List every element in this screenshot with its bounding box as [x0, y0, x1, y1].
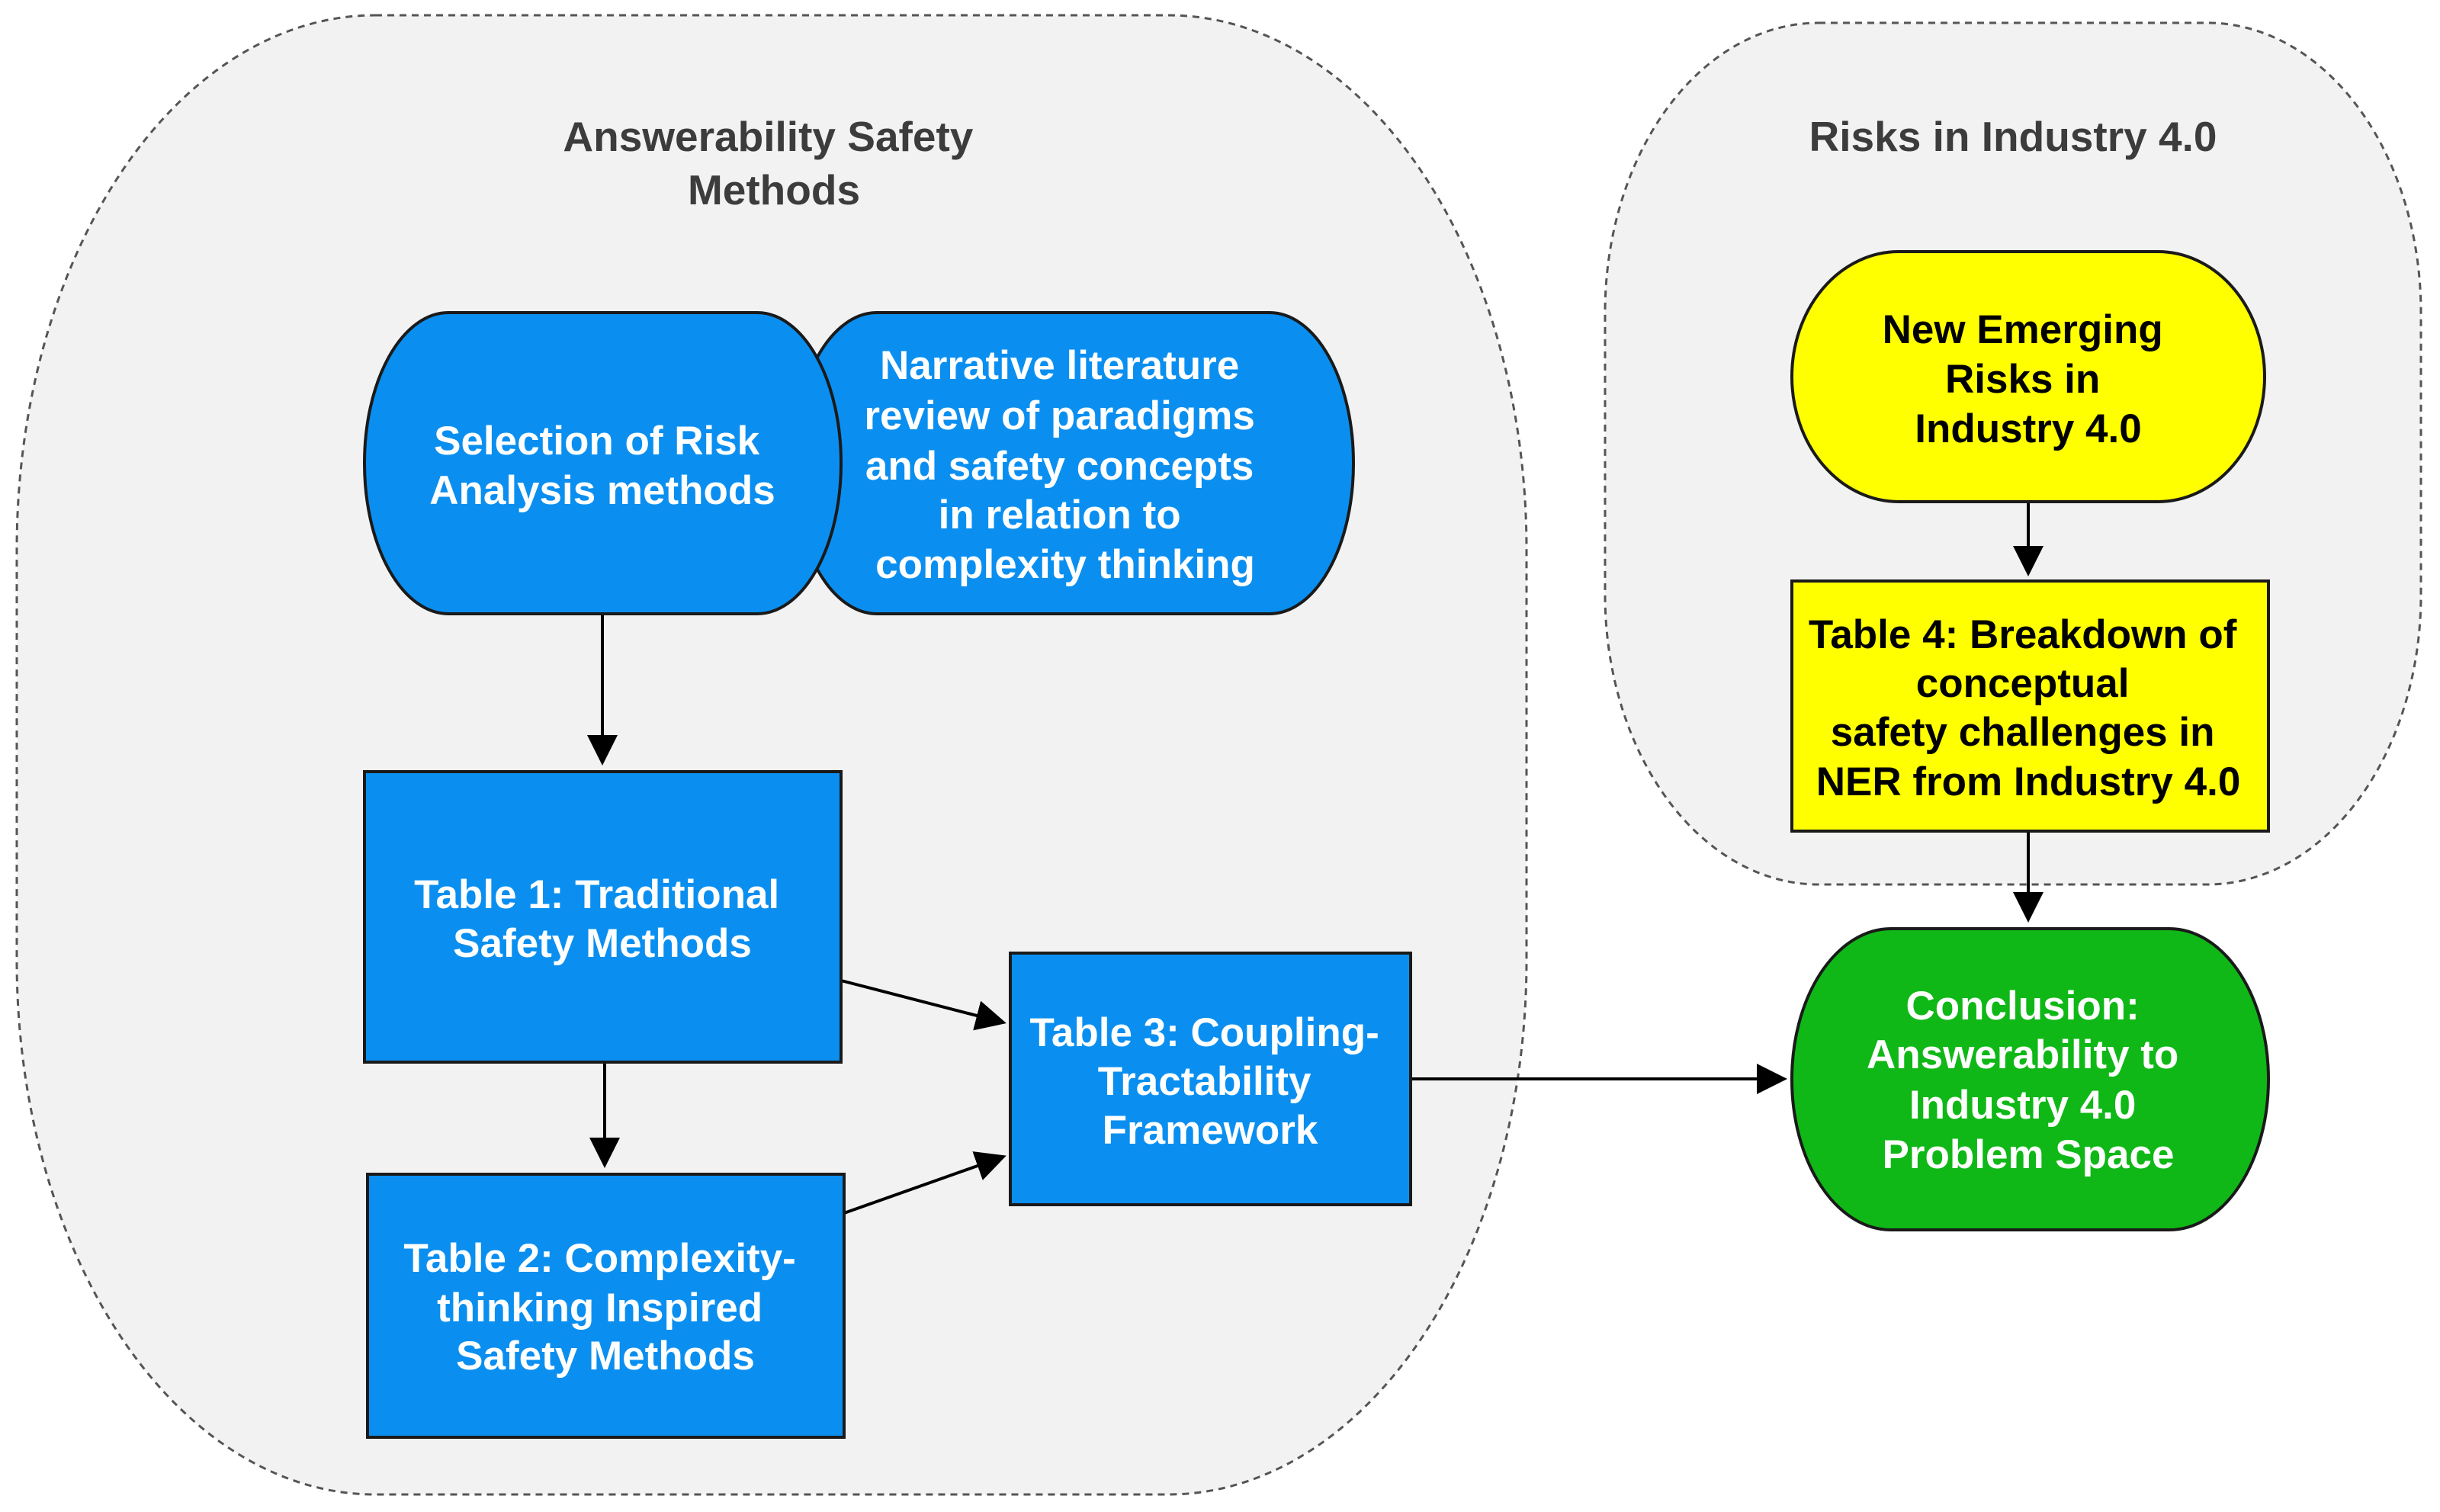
- node-narrative-text: Narrative literature review of paradigms…: [864, 343, 1266, 587]
- node-table1-shape: [363, 770, 843, 1064]
- node-conclusion-line-2: Answerability to: [1867, 1032, 2178, 1077]
- node-narrative-line-5: complexity thinking: [875, 542, 1255, 587]
- arrow-table2-to-table3: [843, 1151, 1006, 1215]
- group-risks-title-line-1: Risks in Industry 4.0: [1809, 113, 2217, 160]
- node-narrative-line-1: Narrative literature: [880, 343, 1239, 388]
- node-table4-line-2: conceptual: [1916, 661, 2130, 706]
- node-table4-line-3: safety challenges in: [1831, 710, 2215, 755]
- node-table1-traditional: Table 1: Traditional Safety Methods: [363, 770, 843, 1064]
- group-risks-title: Risks in Industry 4.0: [1809, 113, 2217, 160]
- node-table2-text: Table 2: Complexity- thinking Inspired S…: [403, 1236, 807, 1379]
- node-table3-line-2: Tractability: [1098, 1059, 1312, 1104]
- node-conclusion-text: Conclusion: Answerability to Industry 4.…: [1867, 984, 2190, 1177]
- node-table3-coupling: Table 3: Coupling- Tractability Framewor…: [1009, 952, 1412, 1206]
- group-answerability-title-line-2: Methods: [688, 166, 860, 213]
- node-table2-shape: [366, 1173, 846, 1439]
- node-new-emerging-risks: New Emerging Risks in Industry 4.0: [1790, 250, 2266, 503]
- node-table3-shape: [1009, 952, 1412, 1206]
- node-narrative-line-3: and safety concepts: [865, 444, 1254, 489]
- node-new-risks-text: New Emerging Risks in Industry 4.0: [1883, 307, 2175, 451]
- node-table4-shape: [1790, 579, 2270, 833]
- node-selection-risk-analysis: Selection of Risk Analysis methods: [363, 311, 843, 615]
- node-new-risks-shape: [1790, 250, 2266, 503]
- node-new-risks-line-3: Industry 4.0: [1915, 406, 2141, 451]
- node-table2-line-3: Safety Methods: [456, 1334, 755, 1379]
- node-table4-line-4: NER from Industry 4.0: [1816, 759, 2241, 804]
- group-answerability-title: Answerability Safety Methods: [563, 113, 984, 213]
- node-selection-text: Selection of Risk Analysis methods: [429, 419, 775, 513]
- node-new-risks-line-1: New Emerging: [1883, 307, 2163, 352]
- node-narrative-review: Narrative literature review of paradigms…: [791, 311, 1355, 615]
- node-table4-breakdown: Table 4: Breakdown of conceptual safety …: [1790, 579, 2270, 833]
- node-narrative-line-2: review of paradigms: [864, 393, 1255, 438]
- node-conclusion-shape: [1790, 927, 2270, 1231]
- node-narrative-line-4: in relation to: [939, 493, 1181, 538]
- node-table3-line-1: Table 3: Coupling-: [1029, 1010, 1379, 1055]
- node-table2-line-1: Table 2: Complexity-: [403, 1236, 795, 1281]
- node-selection-line-1: Selection of Risk: [434, 419, 760, 464]
- node-table4-line-1: Table 4: Breakdown of: [1809, 612, 2237, 657]
- node-table1-line-1: Table 1: Traditional: [414, 872, 779, 917]
- edges: [587, 502, 2043, 1215]
- node-table2-line-2: thinking Inspired: [437, 1286, 762, 1331]
- node-conclusion: Conclusion: Answerability to Industry 4.…: [1790, 927, 2270, 1231]
- node-selection-shape: [363, 311, 843, 615]
- node-new-risks-line-2: Risks in: [1945, 357, 2100, 402]
- node-table1-line-2: Safety Methods: [453, 921, 752, 966]
- node-table2-complexity: Table 2: Complexity- thinking Inspired S…: [366, 1173, 846, 1439]
- node-conclusion-line-3: Industry 4.0: [1909, 1083, 2136, 1128]
- node-table1-text: Table 1: Traditional Safety Methods: [414, 872, 791, 966]
- node-conclusion-line-4: Problem Space: [1883, 1132, 2175, 1177]
- node-table4-text: Table 4: Breakdown of conceptual safety …: [1809, 612, 2248, 804]
- node-conclusion-line-1: Conclusion:: [1906, 984, 2140, 1029]
- node-table3-text: Table 3: Coupling- Tractability Framewor…: [1029, 1010, 1390, 1153]
- group-answerability-title-line-1: Answerability Safety: [563, 113, 973, 160]
- node-selection-line-2: Analysis methods: [429, 468, 775, 513]
- node-table3-line-3: Framework: [1103, 1108, 1318, 1153]
- arrow-table1-to-table3: [840, 979, 1006, 1031]
